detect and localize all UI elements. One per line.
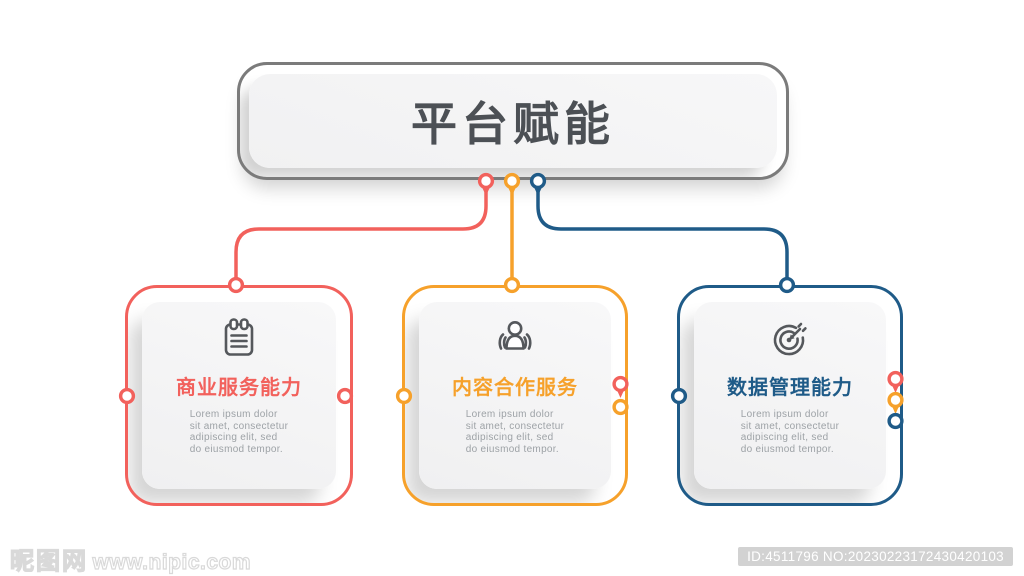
card-business-service: 商业服务能力 Lorem ipsum dolor sit amet, conse…	[125, 285, 353, 506]
target-dart-icon	[766, 315, 814, 363]
card-title: 商业服务能力	[176, 377, 302, 399]
card-title: 内容合作服务	[452, 377, 578, 399]
title-box: 平台赋能	[237, 62, 789, 180]
audience-icon	[491, 315, 539, 363]
card-content-cooperation: 内容合作服务 Lorem ipsum dolor sit amet, conse…	[402, 285, 628, 506]
card-panel: 内容合作服务 Lorem ipsum dolor sit amet, conse…	[419, 302, 611, 489]
watermark-site: 昵图网 www.nipic.com	[9, 541, 252, 576]
pin-tail-red	[481, 185, 491, 196]
watermark-id-badge: ID:4511796 NO:20230223172430420103	[738, 547, 1013, 566]
page-title: 平台赋能	[411, 98, 615, 150]
card-description: Lorem ipsum dolor sit amet, consectetur …	[189, 409, 289, 455]
pin-tail-blue	[533, 185, 543, 196]
watermark-site-logo: 昵图网	[9, 547, 88, 575]
notepad-icon	[215, 315, 263, 363]
connector-line-blue	[536, 189, 789, 281]
card-title: 数据管理能力	[727, 377, 853, 399]
card-description: Lorem ipsum dolor sit amet, consectetur …	[465, 409, 565, 455]
pin-tail-orange	[507, 185, 517, 196]
card-description: Lorem ipsum dolor sit amet, consectetur …	[740, 409, 840, 455]
title-panel: 平台赋能	[249, 74, 777, 168]
card-data-management: 数据管理能力 Lorem ipsum dolor sit amet, conse…	[677, 285, 903, 506]
card-panel: 数据管理能力 Lorem ipsum dolor sit amet, conse…	[694, 302, 886, 489]
card-panel: 商业服务能力 Lorem ipsum dolor sit amet, conse…	[142, 302, 336, 489]
watermark-site-url: www.nipic.com	[92, 550, 252, 574]
connector-line-red	[234, 189, 488, 281]
